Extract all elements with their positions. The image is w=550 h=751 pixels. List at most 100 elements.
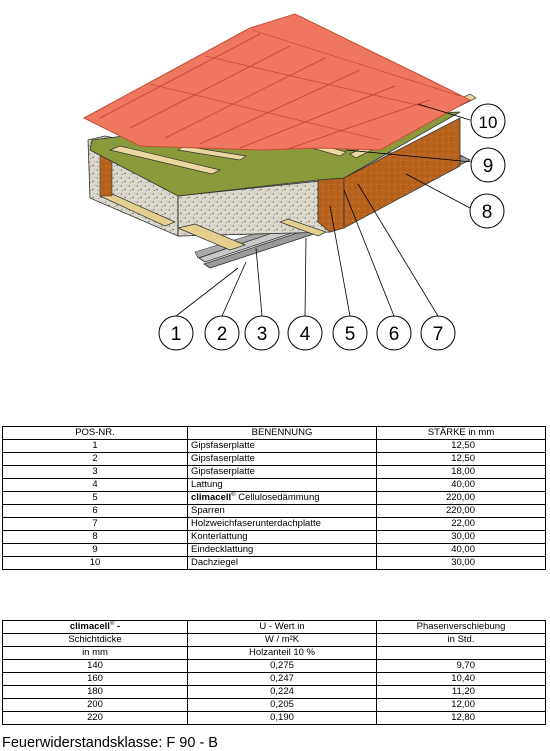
- u-header-wood-share: Holzanteil 10 %: [187, 646, 377, 660]
- header-pos: POS-NR.: [2, 426, 188, 440]
- roof-section-diagram: 1 2 3 4 5 6 7 8 9 10: [82, 13, 506, 351]
- callout-9-label: 9: [483, 156, 494, 177]
- layer-thickness: 30,00: [376, 556, 546, 570]
- u-row-thickness: 200: [2, 698, 188, 712]
- u-header-reg: ®: [109, 621, 115, 628]
- u-row-uvalue: 0,275: [187, 659, 377, 673]
- callout-8-label: 8: [482, 202, 493, 223]
- u-header-uvalue: U - Wert in: [187, 620, 377, 634]
- layer-pos: 6: [2, 504, 188, 518]
- header-thickness: STÄRKE in mm: [376, 426, 546, 440]
- u-table-header-2: Schichtdicke W / m²K in Std.: [2, 633, 546, 647]
- layer-pos: 5: [2, 491, 188, 505]
- layer-pos: 10: [2, 556, 188, 570]
- callout-4-label: 4: [300, 324, 311, 345]
- u-row-uvalue: 0,224: [187, 685, 377, 699]
- layer-thickness: 30,00: [376, 530, 546, 544]
- u-row-thickness: 140: [2, 659, 188, 673]
- callout-10: 10: [470, 103, 506, 139]
- callout-9: 9: [470, 147, 506, 183]
- layer-name-text: Gipsfaserplatte: [191, 453, 255, 465]
- callout-3-label: 3: [257, 324, 268, 345]
- u-row-phase: 12,00: [376, 698, 546, 712]
- layer-pos: 2: [2, 452, 188, 466]
- layer-name-text: Lattung: [191, 479, 223, 491]
- layer-thickness: 220,00: [376, 504, 546, 518]
- callout-6: 6: [376, 315, 412, 351]
- layer-name: Konterlattung: [187, 530, 377, 544]
- callout-8: 8: [469, 193, 505, 229]
- u-row-uvalue: 0,205: [187, 698, 377, 712]
- callout-2-label: 2: [217, 324, 228, 345]
- layer-name-text: Konterlattung: [191, 531, 248, 543]
- layer-name-text: Gipsfaserplatte: [191, 440, 255, 452]
- callout-1: 1: [158, 315, 194, 351]
- callout-3: 3: [244, 315, 280, 351]
- u-row-phase: 12,80: [376, 711, 546, 725]
- u-header-material: climacell® -: [2, 620, 188, 634]
- layer-thickness: 220,00: [376, 491, 546, 505]
- u-row-phase: 9,70: [376, 659, 546, 673]
- layer-name: Dachziegel: [187, 556, 377, 570]
- layer-thickness: 40,00: [376, 543, 546, 557]
- layer-table-header: POS-NR. BENENNUNG STÄRKE in mm: [2, 426, 546, 440]
- layer-name-text: Cellulosedämmung: [235, 492, 320, 504]
- u-table-header-1: climacell® - U - Wert in Phasenverschieb…: [2, 620, 546, 634]
- u-table-header-3: in mm Holzanteil 10 %: [2, 646, 546, 660]
- lattung-battens: [99, 192, 327, 251]
- callout-1-label: 1: [171, 324, 182, 345]
- callout-2: 2: [204, 315, 240, 351]
- layer-name: Eindecklattung: [187, 543, 377, 557]
- layer-pos: 1: [2, 439, 188, 453]
- layer-name: climacell® Cellulosedämmung: [187, 491, 377, 505]
- u-header-brand: climacell: [69, 621, 110, 633]
- layer-name-text: Holzweichfaserunterdachplatte: [191, 518, 321, 530]
- layer-pos: 4: [2, 478, 188, 492]
- layer-pos: 8: [2, 530, 188, 544]
- layer-name-reg: ®: [231, 492, 236, 499]
- u-header-empty: [376, 646, 546, 660]
- callout-4: 4: [287, 315, 323, 351]
- layer-name: Sparren: [187, 504, 377, 518]
- layer-name: Gipsfaserplatte: [187, 452, 377, 466]
- callout-10-label: 10: [479, 113, 498, 132]
- u-header-mm: in mm: [2, 646, 188, 660]
- layer-name-text: Eindecklattung: [191, 544, 254, 556]
- layer-thickness: 12,50: [376, 452, 546, 466]
- layer-name-brand: climacell: [191, 492, 232, 504]
- u-row-uvalue: 0,190: [187, 711, 377, 725]
- u-header-phase: Phasenverschiebung: [376, 620, 546, 634]
- layer-thickness: 40,00: [376, 478, 546, 492]
- u-row-phase: 11,20: [376, 685, 546, 699]
- u-header-layer-thickness: Schichtdicke: [2, 633, 188, 647]
- callout-7-label: 7: [433, 324, 444, 345]
- header-name: BENENNUNG: [187, 426, 377, 440]
- callout-leader-lines: [175, 103, 473, 317]
- layer-pos: 7: [2, 517, 188, 531]
- layer-name-text: Gipsfaserplatte: [191, 466, 255, 478]
- layer-name-text: Dachziegel: [191, 557, 238, 569]
- fire-resistance-class: Feuerwiderstandsklasse: F 90 - B: [2, 735, 218, 751]
- layer-pos: 3: [2, 465, 188, 479]
- roof-tiles: [82, 13, 472, 151]
- layer-name: Lattung: [187, 478, 377, 492]
- u-row-uvalue: 0,247: [187, 672, 377, 686]
- u-row-thickness: 160: [2, 672, 188, 686]
- callout-5: 5: [332, 315, 368, 351]
